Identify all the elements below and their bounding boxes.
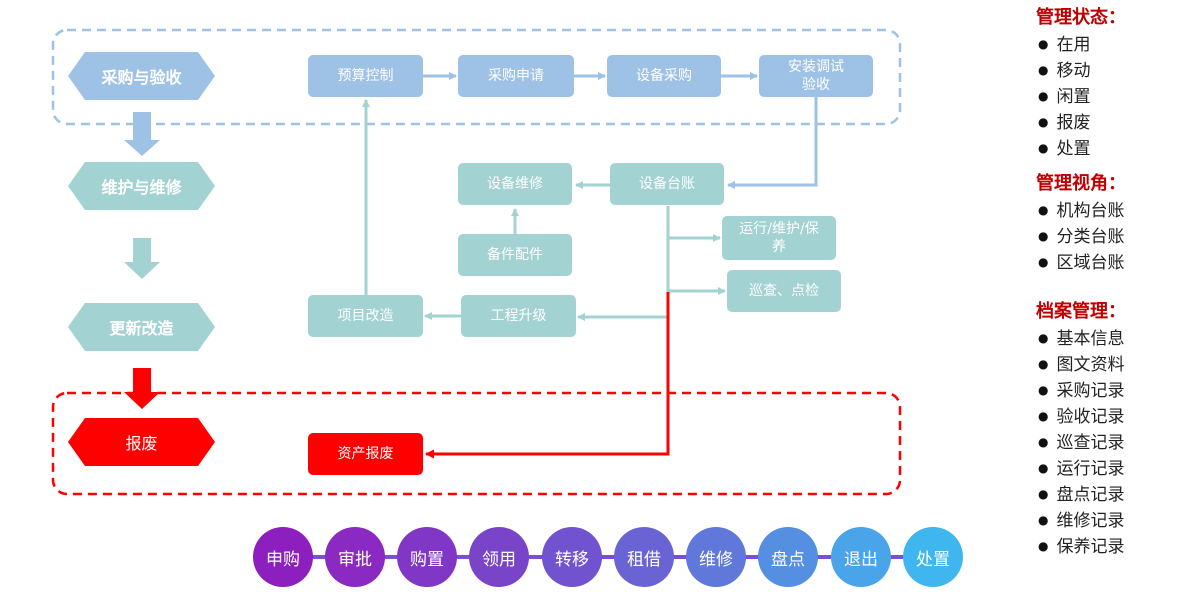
box-inspection: 巡查、点检 bbox=[727, 270, 841, 312]
box-equipment-ledger: 设备台账 bbox=[610, 163, 724, 205]
archive-list: 基本信息 图文资料 采购记录 验收记录 巡查记录 运行记录 盘点记录 维修记录 … bbox=[1036, 326, 1176, 560]
stage-arrow-1 bbox=[124, 112, 160, 156]
stage-procurement: 采购与验收 bbox=[101, 68, 182, 87]
stage-renovation: 更新改造 bbox=[109, 319, 174, 338]
stage-arrow-2 bbox=[124, 238, 160, 279]
status-item: 闲置 bbox=[1036, 84, 1176, 110]
stage-shape-scrap bbox=[68, 418, 215, 466]
procurement-group-frame bbox=[51, 28, 902, 126]
box-spare-parts: 备件配件 bbox=[458, 234, 572, 276]
stage-shape-procurement bbox=[68, 52, 215, 100]
box-operation-line1: 运行/维护/保 bbox=[739, 221, 819, 237]
box-operation-line2: 养 bbox=[772, 239, 786, 255]
archive-item: 采购记录 bbox=[1036, 378, 1176, 404]
view-list: 机构台账 分类台账 区域台账 bbox=[1036, 198, 1176, 276]
archive-item: 图文资料 bbox=[1036, 352, 1176, 378]
arrow-install-to-ledger bbox=[727, 97, 818, 189]
lifecycle-step-repair: 维修 bbox=[686, 527, 746, 587]
lifecycle-step-dispose: 处置 bbox=[903, 527, 963, 587]
archive-item: 验收记录 bbox=[1036, 404, 1176, 430]
box-install-line1: 安装调试 bbox=[788, 59, 844, 75]
status-list: 在用 移动 闲置 报废 处置 bbox=[1036, 32, 1176, 162]
stage-maintenance: 维护与维修 bbox=[101, 178, 182, 197]
status-item: 报废 bbox=[1036, 110, 1176, 136]
status-item: 在用 bbox=[1036, 32, 1176, 58]
archive-item: 保养记录 bbox=[1036, 534, 1176, 560]
box-purchase-request: 采购申请 bbox=[458, 55, 574, 97]
box-equipment-purchase: 设备采购 bbox=[607, 55, 721, 97]
archive-item: 基本信息 bbox=[1036, 326, 1176, 352]
archive-item: 盘点记录 bbox=[1036, 482, 1176, 508]
status-item: 移动 bbox=[1036, 58, 1176, 84]
box-budget-control: 预算控制 bbox=[308, 55, 423, 97]
view-title: 管理视角： bbox=[1036, 173, 1126, 194]
stage-arrow-3 bbox=[124, 368, 160, 409]
lifecycle-step-receive: 领用 bbox=[469, 527, 529, 587]
stage-scrap: 报废 bbox=[125, 434, 158, 453]
lifecycle-step-stocktake: 盘点 bbox=[758, 527, 818, 587]
lifecycle-step-lease: 租借 bbox=[614, 527, 674, 587]
stage-shape-maintenance bbox=[68, 162, 215, 210]
archive-item: 维修记录 bbox=[1036, 508, 1176, 534]
stage-shape-renovation bbox=[68, 303, 215, 351]
view-item: 机构台账 bbox=[1036, 198, 1176, 224]
lifecycle-step-apply: 申购 bbox=[253, 527, 313, 587]
scrap-group-frame bbox=[51, 391, 902, 496]
archive-item: 巡查记录 bbox=[1036, 430, 1176, 456]
box-project-renovation: 项目改造 bbox=[308, 295, 423, 337]
status-title: 管理状态： bbox=[1036, 7, 1126, 28]
lifecycle-step-transfer: 转移 bbox=[542, 527, 602, 587]
archive-item: 运行记录 bbox=[1036, 456, 1176, 482]
view-item: 分类台账 bbox=[1036, 224, 1176, 250]
management-panel: 管理状态： 在用 移动 闲置 报废 处置 管理视角： 机构台账 分类台账 区域台… bbox=[1036, 6, 1176, 570]
lifecycle-step-acquire: 购置 bbox=[397, 527, 457, 587]
box-asset-scrap: 资产报废 bbox=[308, 433, 423, 475]
view-item: 区域台账 bbox=[1036, 250, 1176, 276]
box-operation-maintenance: 运行/维护/保 养 bbox=[722, 216, 836, 260]
box-install-line2: 验收 bbox=[802, 77, 830, 93]
box-install-acceptance: 安装调试 验收 bbox=[759, 55, 873, 97]
box-engineering-upgrade: 工程升级 bbox=[461, 295, 576, 337]
lifecycle-step-approve: 审批 bbox=[325, 527, 385, 587]
box-equipment-repair: 设备维修 bbox=[458, 163, 572, 205]
arrow-ledger-to-asset-scrap bbox=[425, 292, 670, 459]
archive-title: 档案管理： bbox=[1036, 301, 1126, 322]
lifecycle-step-retire: 退出 bbox=[831, 527, 891, 587]
status-item: 处置 bbox=[1036, 136, 1176, 162]
